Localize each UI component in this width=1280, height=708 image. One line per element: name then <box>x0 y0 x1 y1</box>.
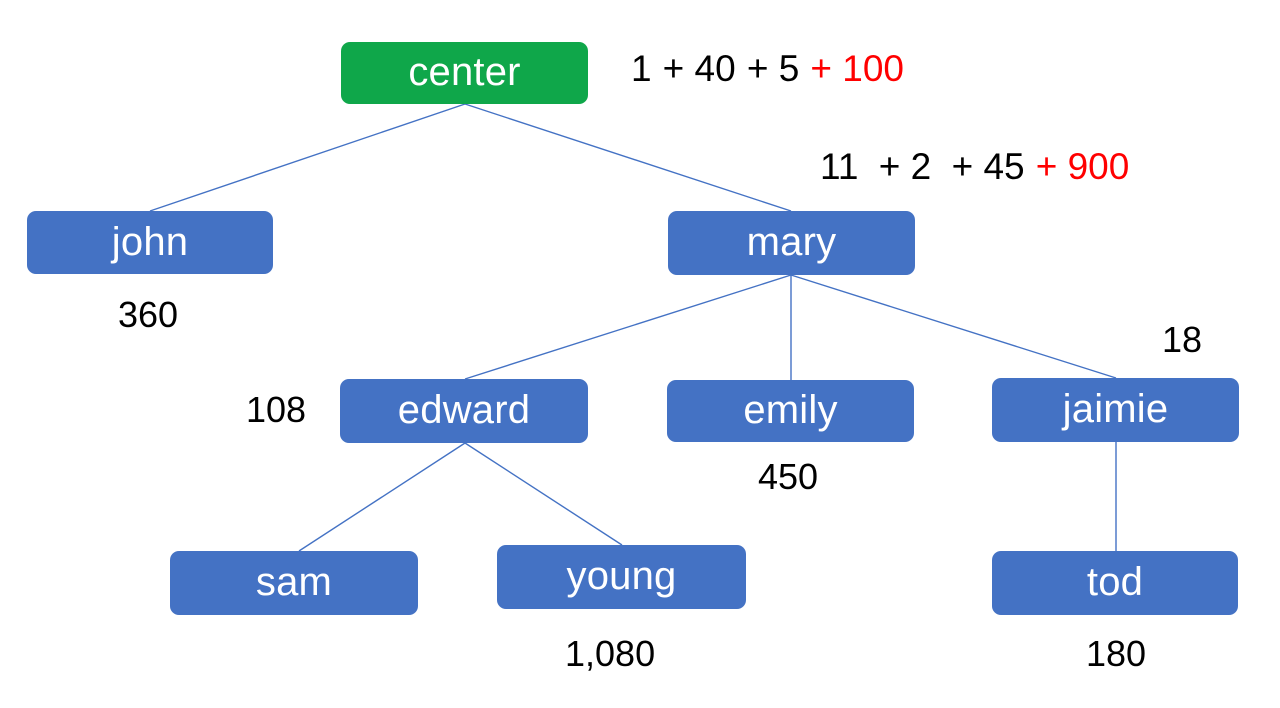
formula-term: 1 <box>631 48 652 89</box>
formula-term-highlighted: + 900 <box>1035 146 1130 187</box>
annotation-tod-value: 180 <box>1086 633 1147 674</box>
edge-mary-to-jaimie <box>790 274 1117 379</box>
edge-edward-to-young <box>464 442 623 546</box>
node-mary[interactable]: mary <box>668 211 915 275</box>
node-edward[interactable]: edward <box>340 379 588 443</box>
edge-center-to-mary <box>464 103 792 212</box>
formula-term: + 40 <box>662 48 736 89</box>
formula-spacer <box>931 148 951 185</box>
node-label-mary: mary <box>746 220 837 264</box>
node-label-emily: emily <box>743 388 838 432</box>
node-label-tod: tod <box>1086 560 1144 604</box>
formula-term: + 5 <box>746 48 800 89</box>
annotation-emily-value: 450 <box>758 456 819 497</box>
formula-term: 11 <box>820 146 859 187</box>
node-emily[interactable]: emily <box>667 380 914 442</box>
node-john[interactable]: john <box>27 211 273 274</box>
edge-mary-to-edward <box>464 274 792 380</box>
formula-term: + 45 <box>951 146 1025 187</box>
formula-center-formula: 1 + 40 + 5 + 100 <box>631 50 904 87</box>
node-sam[interactable]: sam <box>170 551 418 615</box>
node-label-center: center <box>408 50 521 94</box>
node-label-edward: edward <box>397 388 531 432</box>
node-label-young: young <box>566 554 677 598</box>
formula-term-highlighted: + 100 <box>810 48 904 89</box>
annotation-jaimie-value: 18 <box>1162 319 1203 360</box>
node-label-john: john <box>111 219 189 264</box>
annotation-john-value: 360 <box>118 294 179 335</box>
formula-spacer <box>736 50 747 87</box>
formula-spacer <box>799 50 810 87</box>
edge-center-to-john <box>149 103 466 212</box>
annotation-edward-value: 108 <box>246 389 307 430</box>
node-label-jaimie: jaimie <box>1062 387 1169 431</box>
node-young[interactable]: young <box>497 545 746 609</box>
node-label-sam: sam <box>255 560 333 604</box>
formula-term: + 2 <box>878 146 932 187</box>
formula-spacer <box>652 50 663 87</box>
formula-spacer <box>1025 148 1036 185</box>
formula-mary-formula: 11 + 2 + 45 + 900 <box>820 148 1129 185</box>
node-jaimie[interactable]: jaimie <box>992 378 1239 442</box>
edge-edward-to-sam <box>298 442 466 552</box>
annotation-young-value: 1,080 <box>565 633 656 674</box>
node-tod[interactable]: tod <box>992 551 1238 615</box>
formula-spacer <box>858 148 878 185</box>
node-center[interactable]: center <box>341 42 588 104</box>
